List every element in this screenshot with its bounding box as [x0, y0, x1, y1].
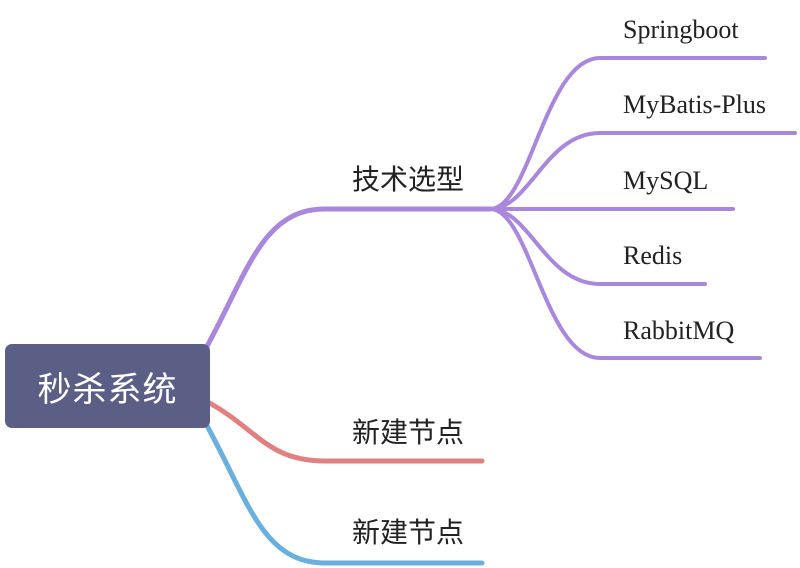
leaf-node-springboot[interactable]: Springboot	[623, 15, 739, 44]
branch-node-new-node-2[interactable]: 新建节点	[352, 516, 465, 549]
leaf-node-rabbitmq[interactable]: RabbitMQ	[623, 316, 735, 345]
connector-root-to-new-node-1	[205, 399, 485, 464]
leaf-node-mybatis-plus[interactable]: MyBatis-Plus	[623, 90, 767, 119]
connector-root-to-tech-selection	[202, 206, 493, 353]
root-node-seckill-system[interactable]: 秒杀系统	[5, 344, 210, 428]
connector-to-springboot	[488, 56, 767, 211]
leaf-node-mysql[interactable]: MySQL	[623, 166, 709, 195]
connector-to-redis	[488, 207, 707, 286]
leaf-node-redis[interactable]: Redis	[623, 241, 683, 270]
branch-node-new-node-1[interactable]: 新建节点	[352, 416, 465, 449]
connector-to-mybatis-plus	[488, 131, 797, 211]
connector-to-rabbitmq	[488, 207, 762, 360]
root-node-label: 秒杀系统	[37, 369, 178, 410]
connector-root-to-new-node-2	[202, 419, 485, 566]
branch-node-tech-selection[interactable]: 技术选型	[352, 163, 465, 196]
